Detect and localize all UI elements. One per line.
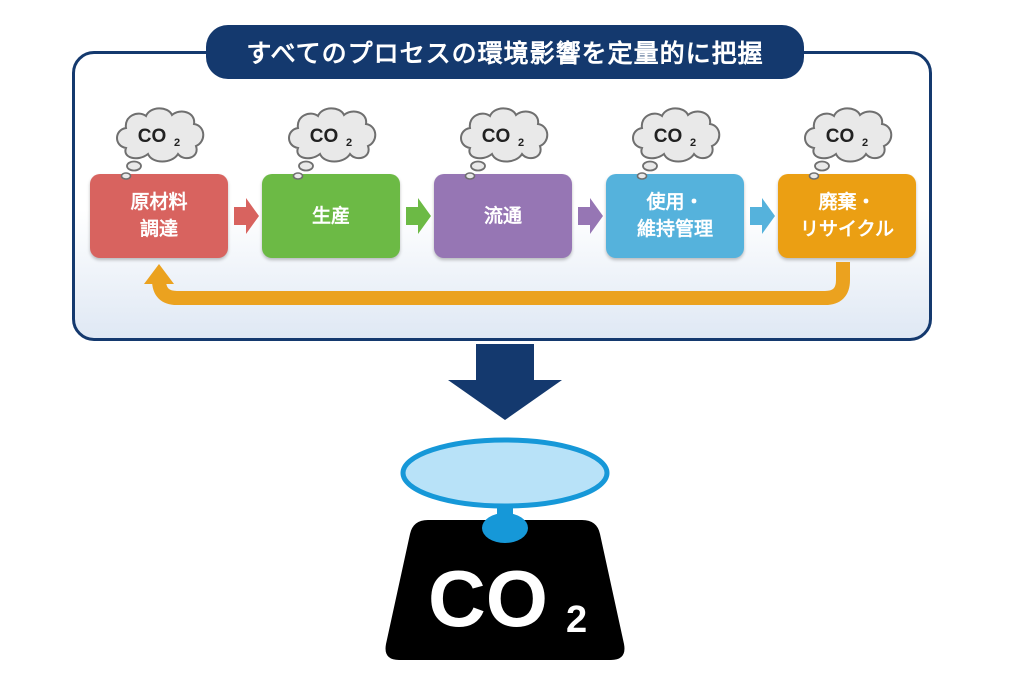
cloud-sub: 2 — [690, 137, 696, 149]
step-label: 廃棄・ リサイクル — [799, 191, 895, 240]
panel-title: すべてのプロセスの環境影響を定量的に把握 — [206, 25, 804, 79]
co2-cloud-icon: CO 2 — [632, 107, 721, 180]
arrow-right-icon — [234, 198, 259, 234]
step-disposal-recycling: 廃棄・ リサイクル — [778, 174, 916, 258]
cloud-sub: 2 — [862, 137, 868, 149]
scale-sub: 2 — [566, 599, 587, 641]
step-label: 流通 — [483, 204, 522, 227]
cloud-label: CO — [310, 126, 339, 147]
cloud-sub: 2 — [518, 137, 524, 149]
step-use-maintenance: 使用・ 維持管理 — [606, 174, 744, 258]
arrow-right-icon — [750, 198, 775, 234]
co2-scale-icon: CO 2 — [385, 437, 625, 660]
co2-cloud-icon: CO 2 — [116, 107, 205, 180]
scale-label: CO — [428, 554, 548, 643]
co2-cloud-icon: CO 2 — [288, 107, 377, 180]
recycle-loop-arrow — [152, 262, 850, 305]
arrow-down-icon — [448, 344, 562, 420]
step-label: 使用・ 維持管理 — [636, 191, 713, 240]
cloud-label: CO — [826, 126, 855, 147]
arrow-right-icon — [406, 198, 431, 234]
cloud-sub: 2 — [346, 137, 352, 149]
step-raw-materials: 原材料 調達 — [90, 174, 228, 258]
arrow-right-icon — [578, 198, 603, 234]
arrow-up-icon — [144, 264, 174, 284]
step-label: 原材料 調達 — [130, 191, 188, 240]
step-distribution: 流通 — [434, 174, 572, 258]
cloud-label: CO — [654, 126, 683, 147]
cloud-label: CO — [482, 126, 511, 147]
cloud-label: CO — [138, 126, 167, 147]
cloud-sub: 2 — [174, 137, 180, 149]
co2-cloud-icon: CO 2 — [460, 107, 549, 180]
co2-cloud-icon: CO 2 — [804, 107, 893, 180]
step-production: 生産 — [262, 174, 400, 258]
step-label: 生産 — [311, 204, 350, 227]
